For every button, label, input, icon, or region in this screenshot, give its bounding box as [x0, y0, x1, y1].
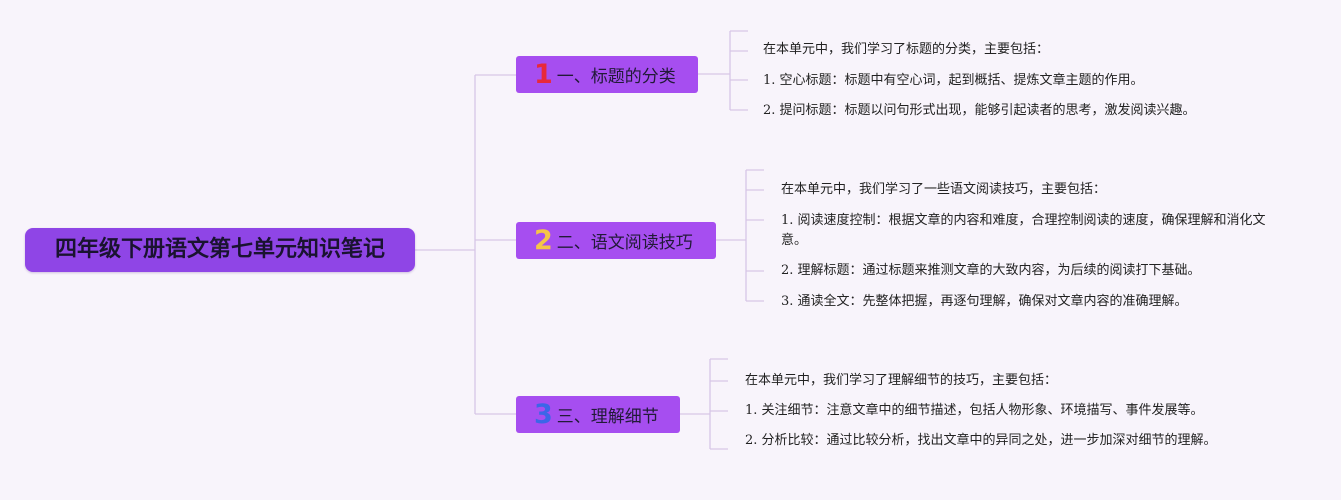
topic-2-bracket — [716, 169, 764, 302]
topic-node-2[interactable]: 2 二、语文阅读技巧 — [516, 222, 716, 259]
topic-node-3[interactable]: 3 三、理解细节 — [516, 396, 680, 433]
topic-2-note-intro: 在本单元中，我们学习了一些语文阅读技巧，主要包括： — [781, 182, 1107, 197]
topic-3-note-2: 2. 分析比较：通过比较分析，找出文章中的异同之处，进一步加深对细节的理解。 — [745, 433, 1217, 448]
topic-1-note-1: 1. 空心标题：标题中有空心词，起到概括、提炼文章主题的作用。 — [763, 73, 1144, 88]
number-badge-1: 1 — [534, 59, 553, 90]
topic-3-note-1: 1. 关注细节：注意文章中的细节描述，包括人物形象、环境描写、事件发展等。 — [745, 403, 1204, 418]
root-node[interactable]: 四年级下册语文第七单元知识笔记 — [25, 228, 415, 272]
topic-2-note-3: 3. 通读全文：先整体把握，再逐句理解，确保对文章内容的准确理解。 — [781, 294, 1188, 309]
number-badge-3: 3 — [534, 399, 553, 430]
topic-node-1[interactable]: 1 一、标题的分类 — [516, 56, 698, 93]
topic-1-note-intro: 在本单元中，我们学习了标题的分类，主要包括： — [763, 42, 1050, 57]
topic-2-note-1: 1. 阅读速度控制：根据文章的内容和难度，合理控制阅读的速度，确保理解和消化文意… — [781, 213, 1266, 248]
number-badge-2: 2 — [534, 225, 553, 256]
topic-3-bracket — [680, 358, 728, 450]
topic-2-label: 二、语文阅读技巧 — [556, 233, 693, 253]
topic-3-label: 三、理解细节 — [556, 407, 659, 427]
topic-1-label: 一、标题的分类 — [556, 67, 676, 87]
topic-1-bracket — [698, 30, 748, 111]
topic-3-note-intro: 在本单元中，我们学习了理解细节的技巧，主要包括： — [745, 373, 1058, 388]
topic-1-note-2: 2. 提问标题：标题以问句形式出现，能够引起读者的思考，激发阅读兴趣。 — [763, 103, 1196, 118]
topic-2-note-2: 2. 理解标题：通过标题来推测文章的大致内容，为后续的阅读打下基础。 — [781, 263, 1201, 278]
